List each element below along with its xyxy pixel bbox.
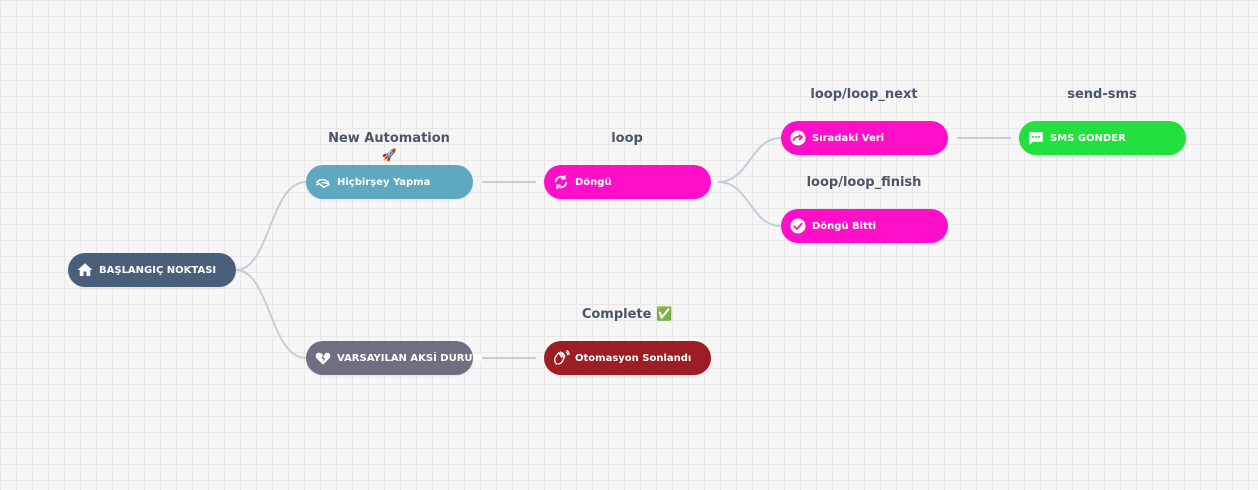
sms-node-label: SMS GONDER xyxy=(1050,132,1126,144)
start-node-label: BAŞLANGIÇ NOKTASI xyxy=(99,264,217,276)
finish-node[interactable]: Döngü Bitti xyxy=(781,209,948,243)
end-node[interactable]: Otomasyon Sonlandı xyxy=(544,341,711,375)
sms-title-text: send-sms xyxy=(1067,87,1137,102)
default-fail-node-label: VARSAYILAN AKSİ DURUM xyxy=(337,352,483,364)
finish-title: loop/loop_finish xyxy=(764,175,964,191)
next-node-label: Sıradaki Veri xyxy=(812,132,885,144)
loop-node[interactable]: Döngü xyxy=(544,165,711,199)
message-icon xyxy=(1027,129,1045,147)
end-node-label: Otomasyon Sonlandı xyxy=(575,352,692,364)
hand-heart-icon xyxy=(314,173,332,191)
refresh-icon xyxy=(552,173,570,191)
start-node[interactable]: BAŞLANGIÇ NOKTASI xyxy=(68,253,236,287)
do-nothing-node[interactable]: Hiçbirşey Yapma xyxy=(306,165,473,199)
end-title: Complete ✅ xyxy=(527,307,727,323)
next-title: loop/loop_next xyxy=(764,87,964,103)
finish-title-text: loop/loop_finish xyxy=(806,175,922,190)
waving-hands-icon xyxy=(552,349,570,367)
loop-title-text: loop xyxy=(611,131,643,146)
do-nothing-title: New Automation 🚀 xyxy=(289,131,489,164)
end-title-text: Complete ✅ xyxy=(581,307,673,322)
edge-start-to-do-nothing xyxy=(235,181,307,271)
do-nothing-node-label: Hiçbirşey Yapma xyxy=(337,176,431,188)
broken-heart-icon xyxy=(314,349,332,367)
edge-start-to-default-fail xyxy=(235,269,307,359)
next-arrow-icon xyxy=(789,129,807,147)
next-node[interactable]: Sıradaki Veri xyxy=(781,121,948,155)
finish-node-label: Döngü Bitti xyxy=(812,220,877,232)
next-title-text: loop/loop_next xyxy=(810,87,918,102)
loop-title: loop xyxy=(527,131,727,147)
default-fail-node[interactable]: VARSAYILAN AKSİ DURUM xyxy=(306,341,483,375)
do-nothing-title-text: New Automation xyxy=(328,131,450,146)
sms-node[interactable]: SMS GONDER xyxy=(1019,121,1186,155)
rocket-icon: 🚀 xyxy=(381,148,397,162)
loop-node-label: Döngü xyxy=(575,176,612,188)
check-circle-icon xyxy=(789,217,807,235)
sms-title: send-sms xyxy=(1002,87,1202,103)
home-icon xyxy=(76,261,94,279)
